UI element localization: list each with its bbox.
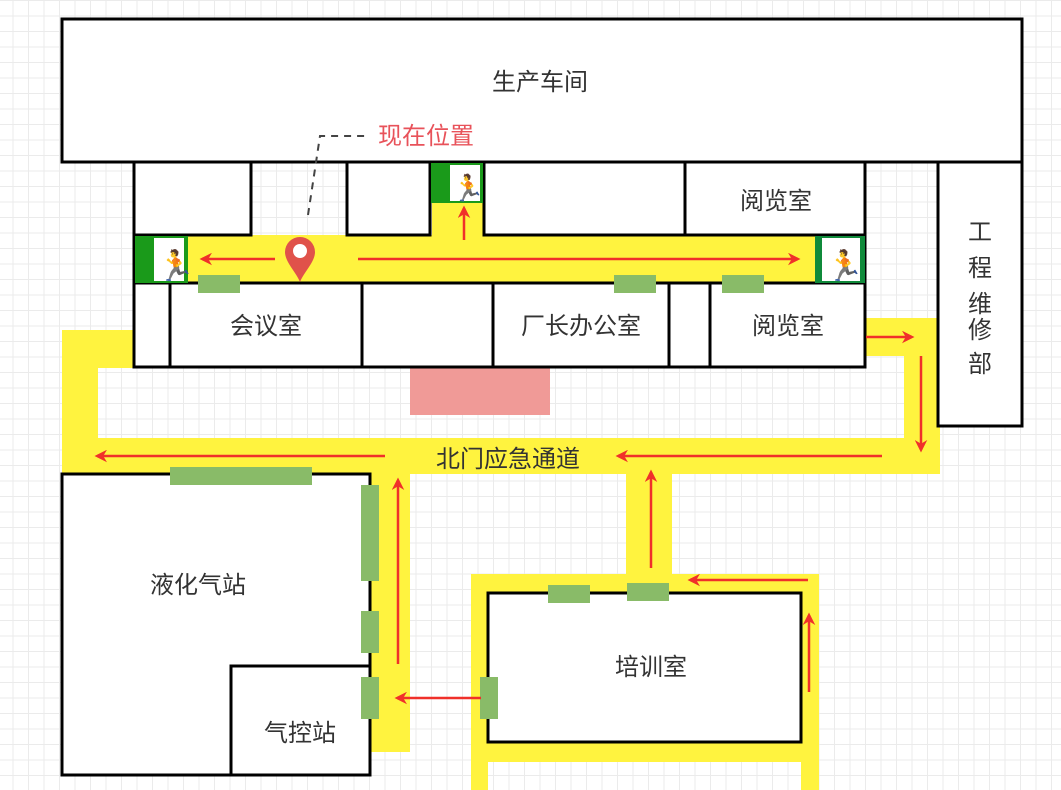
- reading-room-top-label: 阅览室: [740, 187, 812, 215]
- room-top-3: [345, 160, 432, 237]
- director-office-label: 厂长办公室: [521, 312, 641, 340]
- running-man-exit-icon: 🏃: [452, 173, 484, 204]
- lpg-station-label: 液化气站: [150, 571, 246, 599]
- gas-control-station: [229, 664, 372, 777]
- engineering-dept-label: 工 程 维 修 部: [968, 218, 992, 378]
- exit-sign-top: 🏃: [431, 163, 484, 204]
- gas-control-label: 气控站: [264, 719, 336, 747]
- svg-text:部: 部: [968, 350, 992, 378]
- location-leader-line: [307, 135, 370, 216]
- running-man-exit-icon: 🏃: [826, 248, 863, 284]
- current-location-label: 现在位置: [378, 122, 474, 150]
- map-pin-icon[interactable]: [285, 237, 315, 282]
- reading-room-bottom-label: 阅览室: [752, 312, 824, 340]
- production-workshop-label: 生产车间: [492, 68, 588, 96]
- route-label: 北门应急通道: [436, 445, 580, 473]
- engineering-dept: [936, 160, 1024, 428]
- svg-text:工: 工: [968, 218, 992, 246]
- svg-text:程: 程: [968, 254, 992, 282]
- training-room-label: 培训室: [615, 653, 687, 681]
- svg-text:修: 修: [968, 316, 992, 344]
- director-office: [491, 281, 671, 369]
- room-top-1: [132, 160, 253, 237]
- training-room: [486, 591, 803, 744]
- running-man-exit-icon: 🏃: [157, 248, 194, 284]
- room-top-2: [251, 162, 347, 235]
- reading-room-bottom: [708, 281, 867, 369]
- svg-text:维: 维: [968, 290, 992, 318]
- meeting-room-label: 会议室: [230, 312, 302, 340]
- route-arrows: [94, 205, 928, 705]
- room-bottom-left: [132, 281, 172, 369]
- room-bottom-mid: [360, 281, 495, 369]
- room-top-4: [482, 160, 687, 237]
- room-bottom-narrow: [667, 281, 712, 369]
- exit-sign-left: 🏃: [135, 236, 194, 284]
- exit-sign-right: 🏃: [815, 236, 865, 284]
- highlight-block: [410, 368, 550, 415]
- reading-room-top: [683, 160, 867, 237]
- doors: [170, 275, 764, 719]
